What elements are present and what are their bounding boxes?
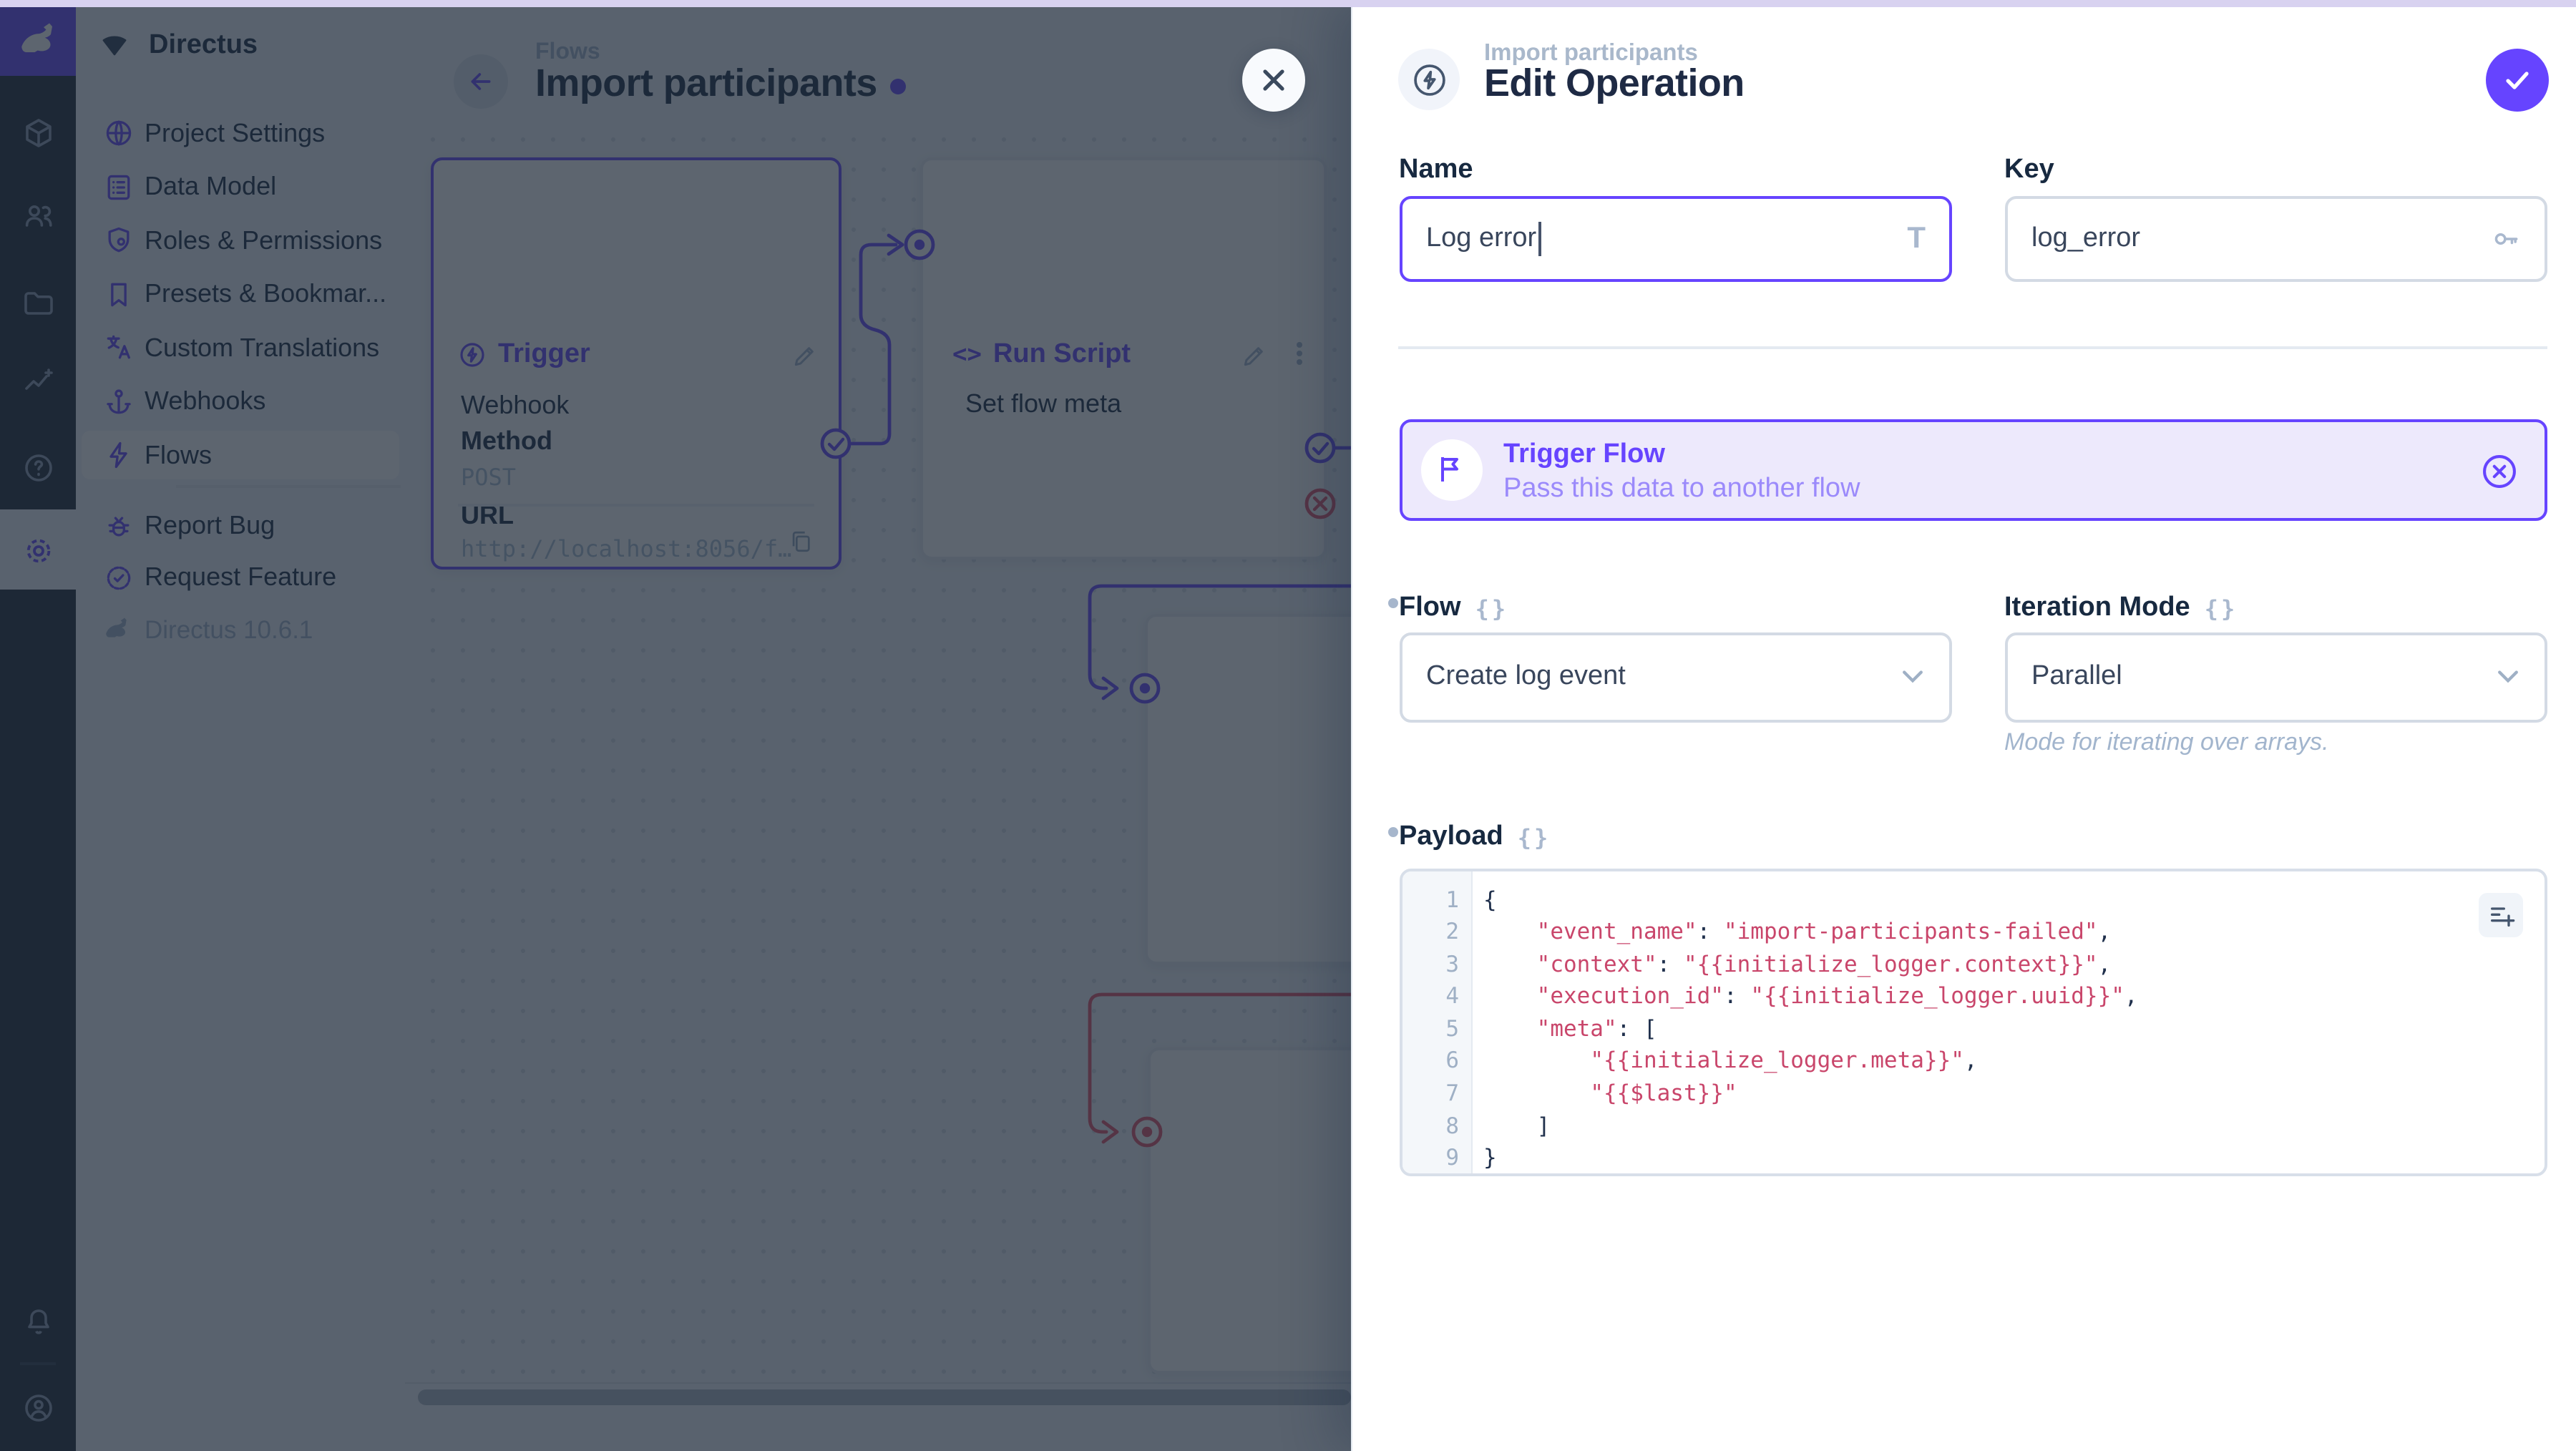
trigger-flow-subtitle: Pass this data to another flow (1503, 473, 1860, 503)
format-code-button[interactable] (2479, 893, 2523, 937)
required-dot (1388, 827, 1398, 837)
drawer-dim-overlay[interactable] (0, 0, 1351, 1451)
text-cursor (1538, 221, 1541, 255)
payload-code-lines: 1{2 "event_name": "import-participants-f… (1445, 886, 2138, 1171)
save-button[interactable] (2486, 48, 2549, 111)
flow-select[interactable]: Create log event (1399, 632, 1951, 722)
drawer-breadcrumb: Import participants (1484, 40, 1698, 66)
drawer-close-button[interactable] (1242, 48, 1305, 111)
interpolation-icon: {} (1475, 595, 1509, 622)
check-icon (2506, 71, 2529, 89)
required-dot (1388, 598, 1398, 608)
trigger-flow-card[interactable]: Trigger Flow Pass this data to another f… (1399, 419, 2547, 520)
chevron-down-icon (1901, 670, 1923, 684)
payload-code-editor[interactable]: 1{2 "event_name": "import-participants-f… (1399, 868, 2547, 1176)
operation-bolt-circle-icon (1398, 49, 1460, 110)
line-number-gutter (1402, 871, 1472, 1173)
flag-circle (1420, 439, 1482, 500)
flag-icon (1441, 457, 1458, 482)
drawer-title: Edit Operation (1484, 62, 1745, 104)
iteration-mode-label: Iteration Mode{} (2004, 592, 2238, 622)
payload-label: Payload{} (1399, 821, 1551, 851)
deselect-circle-x-icon[interactable] (2480, 451, 2519, 490)
name-label: Name (1399, 155, 1473, 185)
chevron-down-icon (2497, 670, 2519, 684)
trigger-flow-title: Trigger Flow (1503, 439, 1665, 469)
iteration-mode-note: Mode for iterating over arrays. (2004, 728, 2329, 756)
edit-operation-drawer: Import participants Edit Operation Name … (1351, 0, 2576, 1451)
interpolation-icon: {} (1517, 824, 1551, 851)
flow-label: Flow{} (1399, 592, 1509, 622)
interpolation-icon: {} (2204, 595, 2238, 622)
iteration-mode-select[interactable]: Parallel (2004, 632, 2547, 722)
key-label: Key (2004, 155, 2054, 185)
form-divider (1398, 346, 2547, 349)
name-input[interactable]: Log error T (1399, 195, 1951, 281)
key-input[interactable]: log_error (2004, 195, 2547, 281)
title-format-icon[interactable]: T (1907, 221, 1926, 254)
key-icon (2490, 223, 2522, 254)
window-top-strip (0, 0, 2576, 7)
close-icon (1263, 69, 1284, 90)
